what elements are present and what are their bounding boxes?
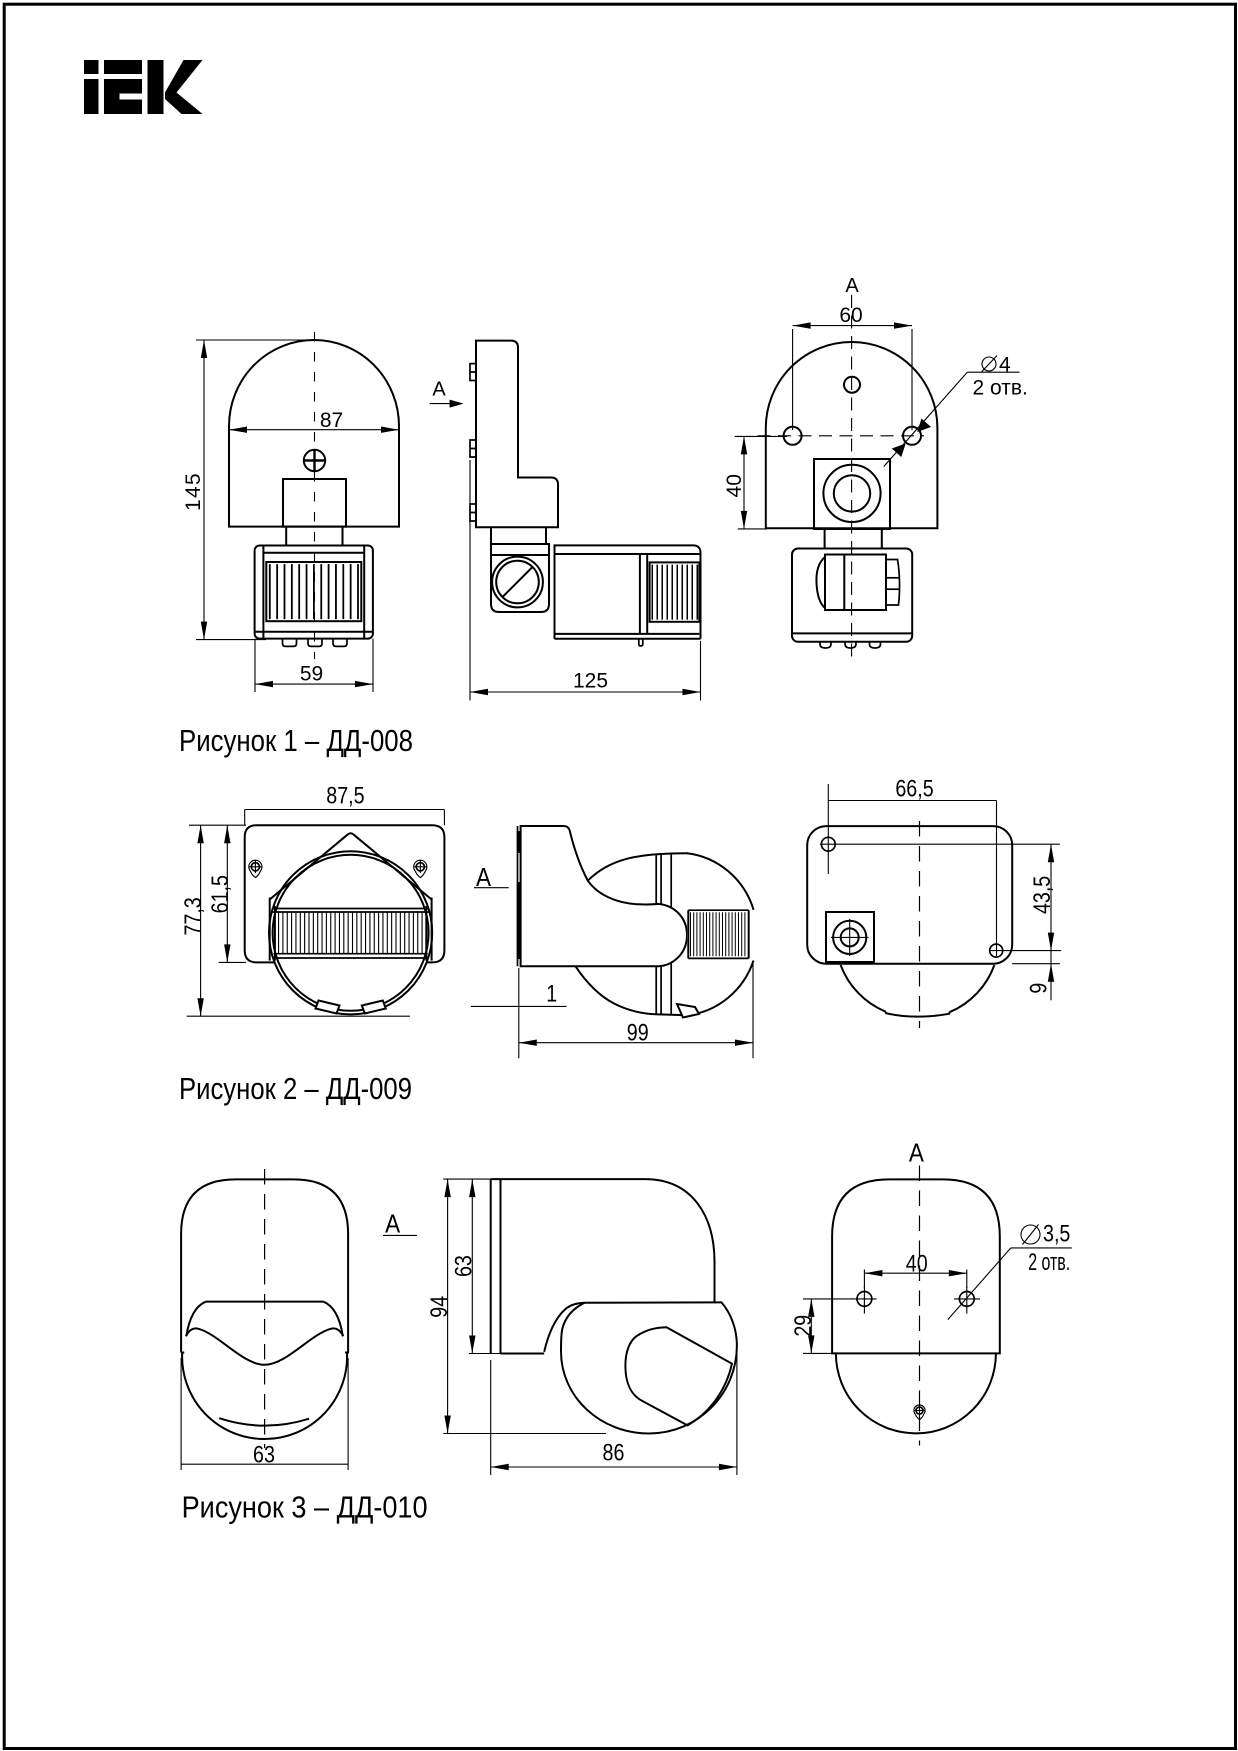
svg-text:125: 125 bbox=[573, 670, 608, 693]
svg-text:59: 59 bbox=[300, 663, 323, 686]
svg-text:66,5: 66,5 bbox=[895, 775, 933, 802]
svg-text:2 отв.: 2 отв. bbox=[973, 377, 1028, 400]
svg-text:2 отв.: 2 отв. bbox=[1028, 1249, 1070, 1276]
svg-text:A: A bbox=[476, 862, 492, 892]
svg-text:9: 9 bbox=[1026, 983, 1053, 994]
svg-text:1: 1 bbox=[546, 980, 557, 1007]
svg-text:43,5: 43,5 bbox=[1029, 876, 1056, 914]
svg-text:94: 94 bbox=[426, 1296, 453, 1318]
svg-text:63: 63 bbox=[253, 1441, 275, 1468]
svg-text:Рисунок 2 – ДД-009: Рисунок 2 – ДД-009 bbox=[179, 1071, 412, 1106]
svg-text:40: 40 bbox=[906, 1251, 928, 1278]
svg-text:4: 4 bbox=[999, 354, 1011, 377]
svg-text:Рисунок 3 – ДД-010: Рисунок 3 – ДД-010 bbox=[182, 1489, 428, 1524]
svg-text:99: 99 bbox=[627, 1019, 649, 1046]
svg-text:87,5: 87,5 bbox=[326, 783, 364, 810]
svg-text:3,5: 3,5 bbox=[1043, 1221, 1070, 1248]
svg-text:60: 60 bbox=[839, 304, 862, 327]
svg-text:40: 40 bbox=[723, 474, 746, 497]
svg-text:61,5: 61,5 bbox=[207, 875, 234, 913]
svg-text:A: A bbox=[432, 379, 446, 401]
svg-text:87: 87 bbox=[320, 409, 343, 432]
svg-text:A: A bbox=[385, 1209, 401, 1239]
svg-text:Рисунок 1 – ДД-008: Рисунок 1 – ДД-008 bbox=[179, 723, 413, 758]
svg-text:86: 86 bbox=[603, 1440, 625, 1467]
svg-text:29: 29 bbox=[790, 1315, 817, 1337]
svg-text:145: 145 bbox=[182, 472, 205, 511]
svg-text:A: A bbox=[845, 275, 859, 297]
svg-text:63: 63 bbox=[451, 1255, 478, 1277]
svg-text:A: A bbox=[909, 1138, 925, 1168]
svg-text:77,3: 77,3 bbox=[180, 897, 207, 935]
